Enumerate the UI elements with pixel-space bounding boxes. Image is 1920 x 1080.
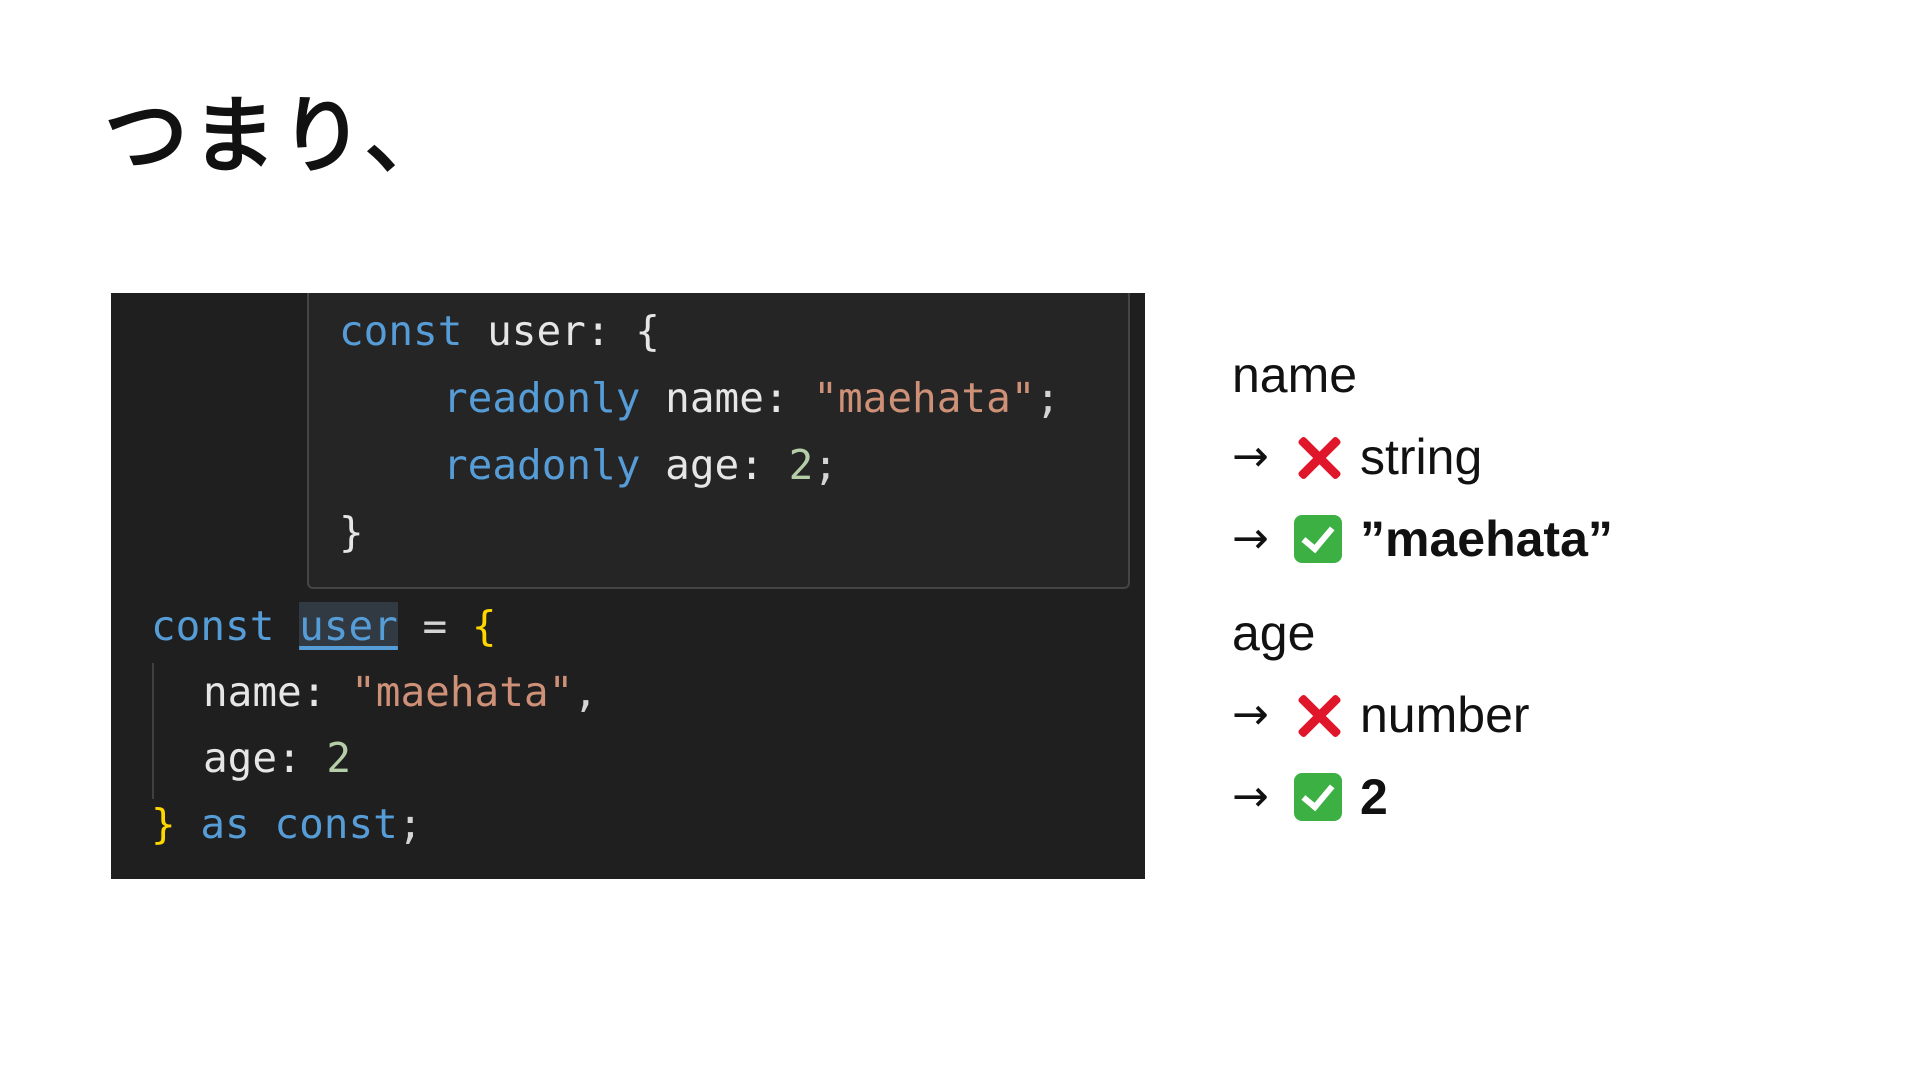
name-label: name [1232, 347, 1358, 403]
arrow-icon: → [1232, 513, 1269, 564]
source-line-4: } as const; [151, 796, 423, 852]
keyword-readonly: readonly [443, 441, 641, 489]
arrow-icon: → [1232, 771, 1269, 822]
keyword-as: as [175, 800, 250, 848]
semicolon: ; [397, 800, 423, 848]
close-brace: } [151, 800, 176, 848]
check-mark-icon [1294, 515, 1342, 563]
indent-guide [152, 663, 154, 799]
slide-title: つまり、 [104, 87, 453, 185]
cross-mark-icon [1294, 691, 1342, 739]
string-literal: "maehata" [351, 668, 574, 716]
keyword-const: const [249, 800, 398, 848]
age-right-type: 2 [1360, 769, 1388, 825]
cross-mark-icon [1294, 433, 1342, 481]
property-name: name: [640, 374, 814, 422]
hover-line-2: readonly name: "maehata"; [443, 370, 1060, 426]
name-wrong-type: string [1360, 429, 1483, 485]
code-screenshot: const user: { readonly name: "maehata"; … [111, 293, 1145, 879]
number-literal: 2 [326, 734, 352, 782]
check-mark-icon [1294, 773, 1342, 821]
comma: , [573, 668, 598, 716]
name-right-type: ”maehata” [1360, 511, 1613, 567]
hover-text: user: { [462, 307, 660, 355]
hover-line-4: } [339, 508, 364, 556]
source-line-1: const user = { [151, 598, 497, 654]
arrow-icon: → [1232, 689, 1269, 740]
source-line-3: age: 2 [203, 730, 351, 786]
semicolon: ; [813, 441, 838, 489]
age-right-row: → 2 [1232, 762, 1388, 832]
property-age: age: [640, 441, 789, 489]
keyword-const: const [151, 602, 275, 650]
age-wrong-type: number [1360, 687, 1530, 743]
property-name: name: [203, 668, 352, 716]
arrow-icon: → [1232, 431, 1269, 482]
number-literal: 2 [788, 441, 814, 489]
type-hover-tooltip: const user: { readonly name: "maehata"; … [307, 293, 1130, 589]
identifier-user[interactable]: user [299, 602, 398, 650]
string-literal: "maehata" [813, 374, 1036, 422]
name-right-row: → ”maehata” [1232, 504, 1613, 574]
property-age: age: [203, 734, 327, 782]
equals-sign: = [397, 602, 472, 650]
open-brace: { [471, 602, 497, 650]
age-label: age [1232, 605, 1316, 661]
source-line-2: name: "maehata", [203, 664, 598, 720]
semicolon: ; [1035, 374, 1061, 422]
keyword-const: const [339, 307, 463, 355]
name-wrong-row: → string [1232, 422, 1482, 492]
keyword-readonly: readonly [443, 374, 641, 422]
hover-line-1: const user: { [339, 303, 660, 359]
hover-line-3: readonly age: 2; [443, 437, 838, 493]
age-wrong-row: → number [1232, 680, 1530, 750]
